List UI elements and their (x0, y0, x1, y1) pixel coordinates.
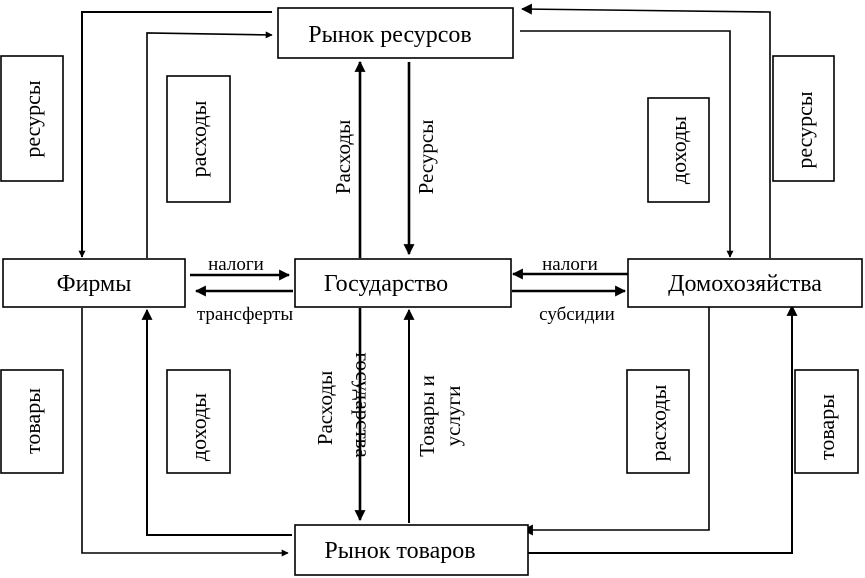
taxes-firms-label: налоги (208, 254, 264, 275)
goods-market-node: Рынок товаров (294, 524, 529, 576)
expenses-right-box: расходы (626, 369, 690, 474)
goods-services-label-line2: услуги (441, 386, 465, 447)
income-right-label: доходы (666, 116, 691, 184)
resource-market-label: Рынок ресурсов (308, 22, 472, 48)
households-node: Домохозяйства (627, 258, 863, 308)
firms-to-goods-market-arrow (81, 308, 289, 557)
goods-left-box: товары (0, 369, 64, 474)
expenses-left-box: расходы (166, 75, 231, 203)
resource-market-node: Рынок ресурсов (277, 7, 514, 59)
goods-market-to-firms-arrow (141, 308, 292, 536)
resource-market-to-households-arrow (520, 30, 734, 258)
households-to-resource-market-arrow (520, 3, 771, 258)
firms-node: Фирмы (2, 258, 186, 308)
income-left-box: доходы (166, 369, 231, 474)
resources-left-label: ресурсы (20, 80, 45, 158)
goods-services-label-line1: Товары и (415, 375, 439, 457)
expenses-right-label: расходы (646, 384, 671, 461)
resource-market-to-firms-arrow (78, 11, 272, 258)
resources-right-label: ресурсы (792, 91, 817, 169)
households-to-goods-market-arrow (521, 302, 710, 536)
income-left-label: доходы (186, 393, 211, 461)
expenses-left-label: расходы (186, 100, 211, 177)
goods-left-label: товары (20, 388, 45, 454)
goods-right-label: товары (814, 394, 839, 460)
goods-market-label: Рынок товаров (324, 538, 475, 564)
income-right-box: доходы (647, 97, 710, 203)
state-expenses-label: Расходы (331, 120, 355, 194)
households-label: Домохозяйства (668, 271, 822, 297)
taxes-households-label: налоги (542, 254, 598, 275)
gov-spending-label-line1: Расходы (313, 371, 337, 445)
resources-left-box: ресурсы (0, 55, 64, 182)
firms-to-resource-market-arrow (146, 31, 273, 258)
transfers-label: трансферты (197, 304, 294, 325)
goods-market-to-households-arrow (528, 304, 798, 554)
state-node: Государство (294, 258, 512, 308)
gov-spending-label-line2: государства (351, 352, 375, 458)
subsidies-label: субсидии (539, 304, 615, 325)
state-label: Государство (324, 271, 448, 297)
state-resources-label: Ресурсы (414, 120, 438, 195)
resources-right-box: ресурсы (772, 55, 835, 182)
firms-label: Фирмы (57, 271, 132, 297)
goods-right-box: товары (794, 369, 859, 474)
